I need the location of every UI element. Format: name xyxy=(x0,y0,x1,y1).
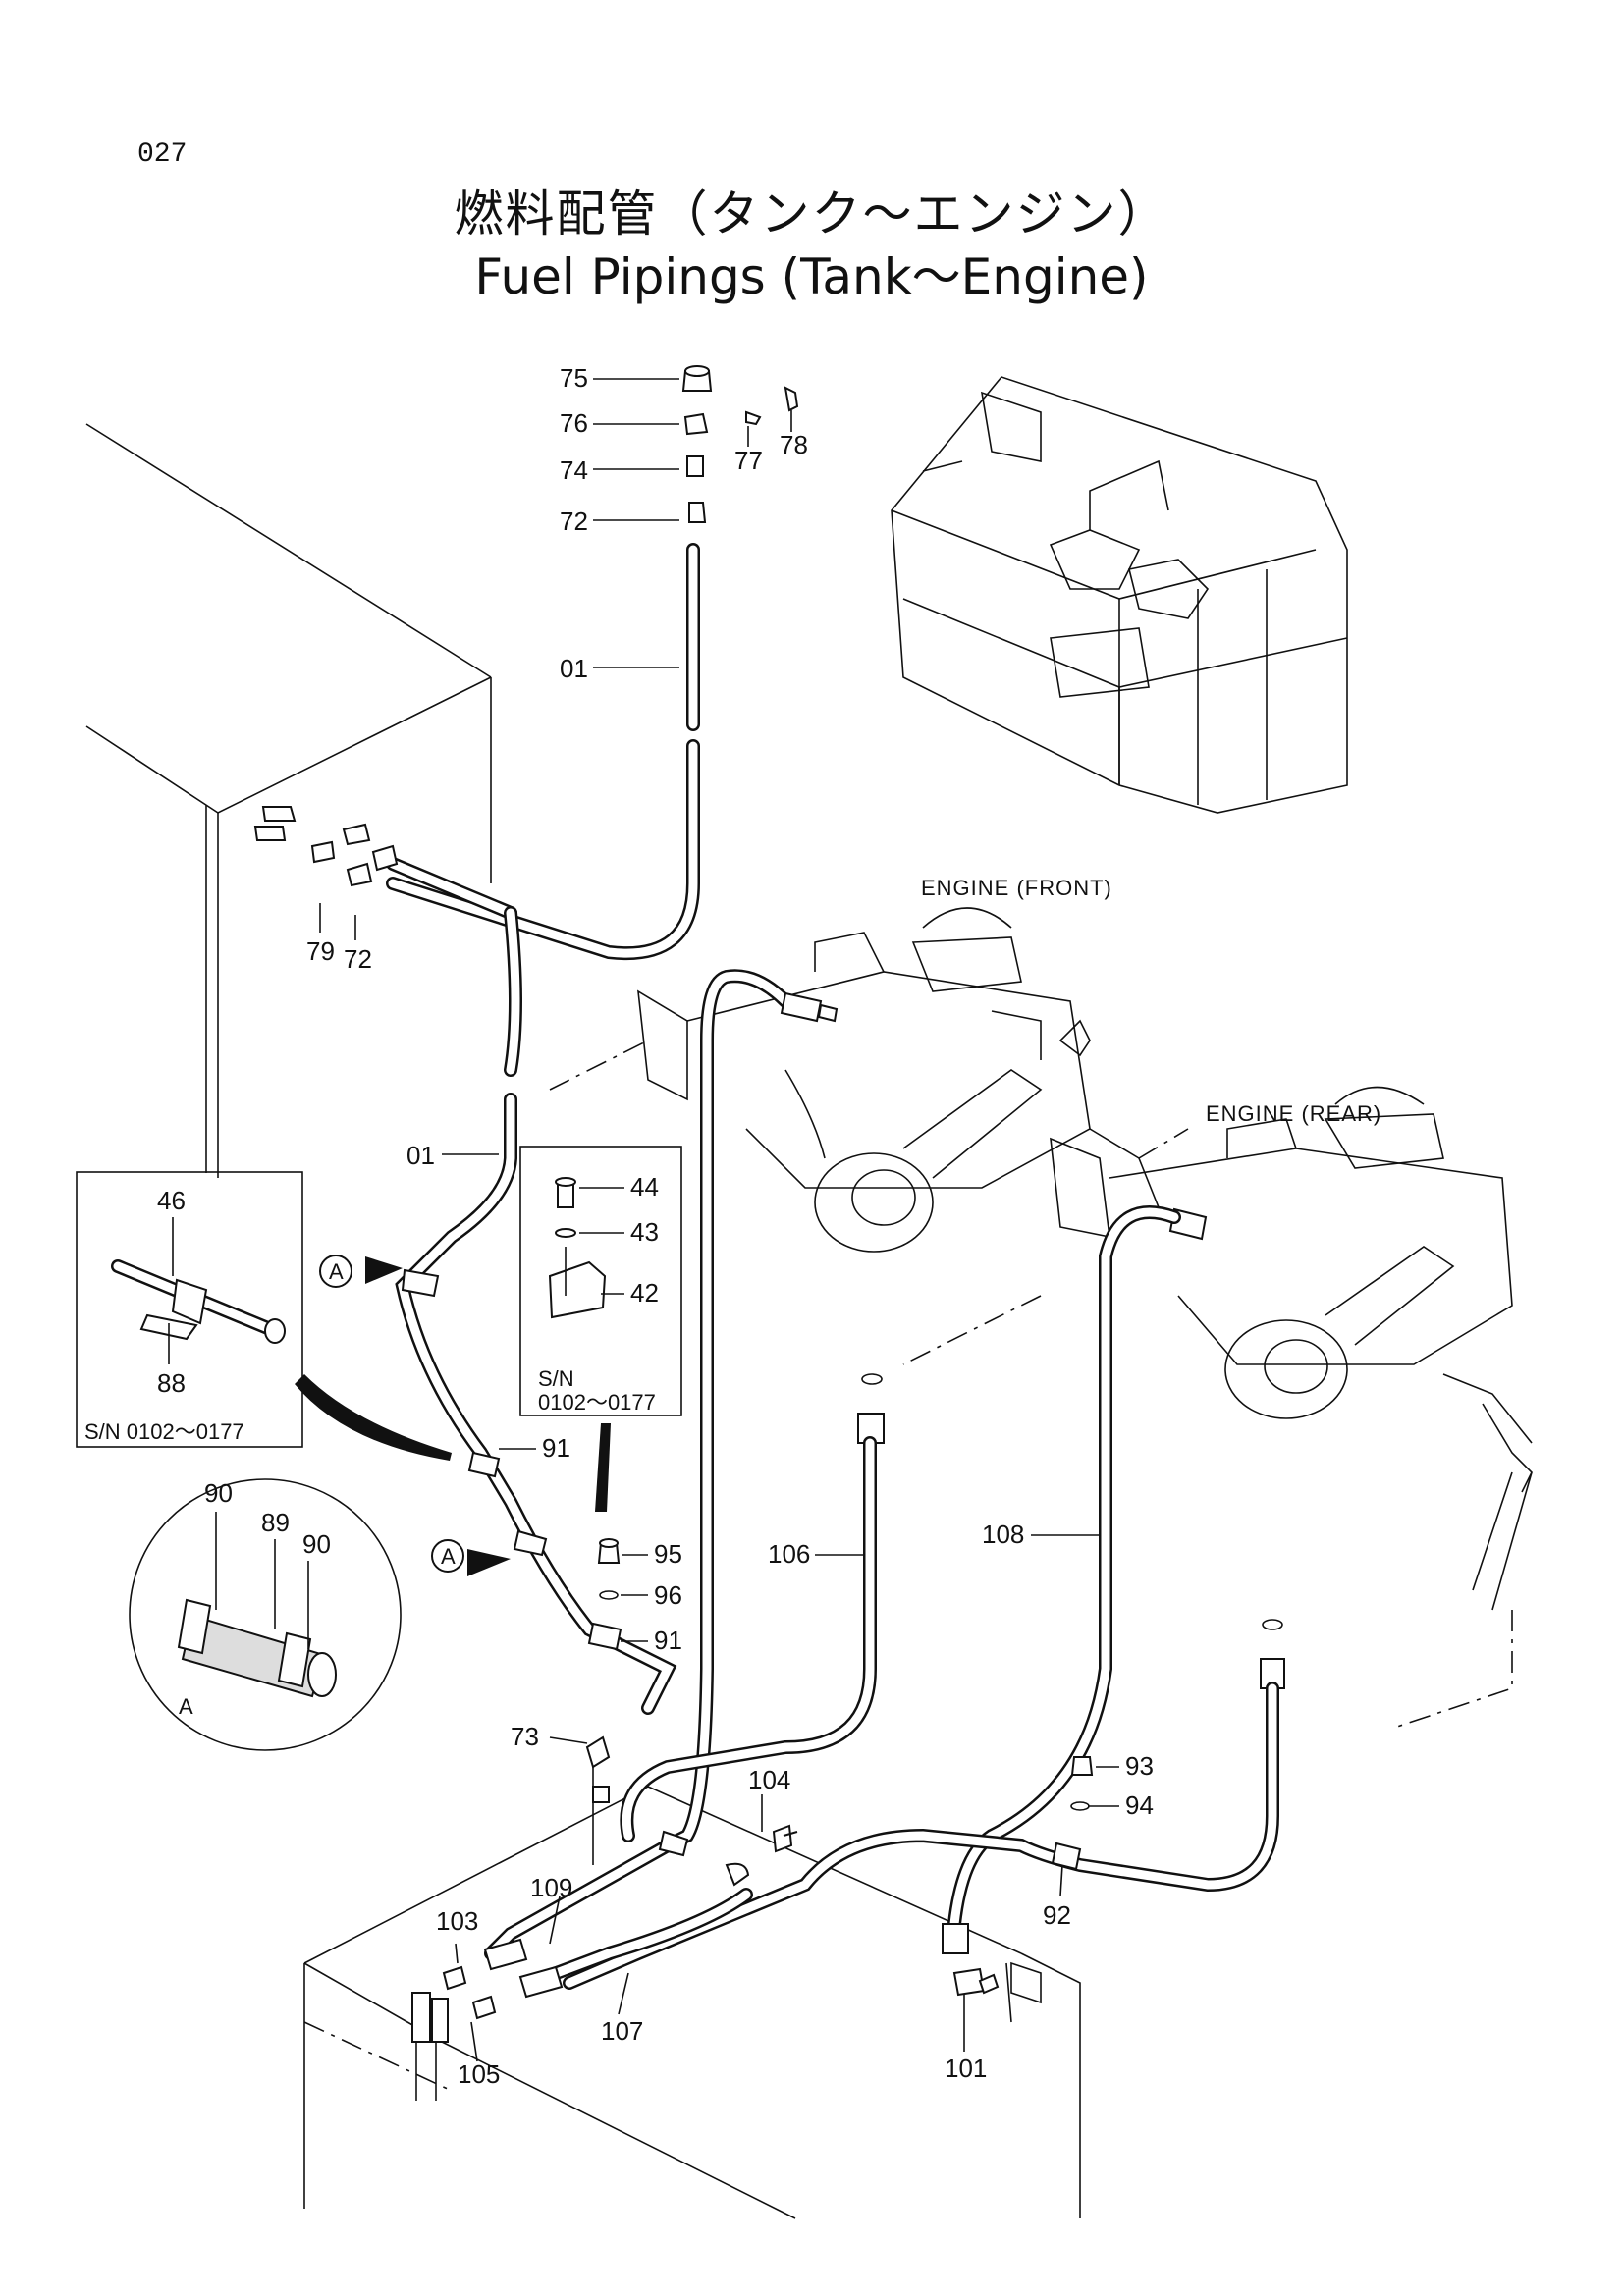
callout-93: 93 xyxy=(1125,1751,1154,1781)
pipe-01-mid xyxy=(395,906,677,1715)
callout-91-upper: 91 xyxy=(542,1433,570,1463)
leader-shadows xyxy=(295,1256,611,1576)
fittings-tank-left xyxy=(253,806,399,887)
callout-94: 94 xyxy=(1125,1790,1154,1820)
callout-95: 95 xyxy=(654,1539,682,1569)
callout-73: 73 xyxy=(511,1722,539,1751)
clamps-on-pipe-01 xyxy=(401,1268,622,1651)
hose-106 xyxy=(620,1373,885,1842)
callout-92: 92 xyxy=(1043,1900,1071,1930)
inset-left-sn: S/N 0102～0177 xyxy=(84,1419,244,1444)
callout-43: 43 xyxy=(630,1217,659,1247)
callout-108: 108 xyxy=(982,1520,1024,1549)
return-line-engine-front xyxy=(661,969,839,1852)
callout-104: 104 xyxy=(748,1765,790,1794)
callout-89: 89 xyxy=(261,1508,290,1537)
detail-a-label-upper: A xyxy=(329,1259,344,1284)
engine-rear-label: ENGINE (REAR) xyxy=(1206,1101,1381,1126)
callout-44: 44 xyxy=(630,1172,659,1201)
detail-a-label-lower: A xyxy=(441,1544,456,1569)
fuel-tank-outline xyxy=(85,423,492,1178)
engine-rear xyxy=(902,1086,1533,1729)
callout-01-top: 01 xyxy=(560,654,588,683)
title-japanese: 燃料配管（タンク～エンジン） xyxy=(454,186,1169,242)
callout-101: 101 xyxy=(945,2054,987,2083)
callout-91-lower: 91 xyxy=(654,1626,682,1655)
callout-78: 78 xyxy=(780,430,808,459)
engine-front-label: ENGINE (FRONT) xyxy=(921,876,1112,900)
callout-88: 88 xyxy=(157,1368,186,1398)
pipe-01-top xyxy=(386,543,700,961)
callout-74: 74 xyxy=(560,455,588,485)
callout-01-mid: 01 xyxy=(406,1141,435,1170)
callout-90-right: 90 xyxy=(302,1529,331,1559)
callout-90-left: 90 xyxy=(204,1478,233,1508)
callout-96: 96 xyxy=(654,1580,682,1610)
detail-a-circle xyxy=(129,1478,402,1751)
machine-overview-sketch xyxy=(891,376,1348,814)
leader-lines xyxy=(168,378,1119,2062)
callout-109: 109 xyxy=(530,1873,572,1902)
detail-a-marker-lower xyxy=(431,1539,464,1573)
inset-right-sn-label: S/N xyxy=(538,1366,574,1391)
callout-103: 103 xyxy=(436,1906,478,1936)
page-number: 027 xyxy=(137,139,188,170)
inset-right-sn-range: 0102～0177 xyxy=(538,1390,656,1415)
callout-105: 105 xyxy=(458,2059,500,2089)
callout-106: 106 xyxy=(768,1539,810,1569)
callout-42: 42 xyxy=(630,1278,659,1308)
callout-79: 79 xyxy=(306,936,335,966)
callout-76: 76 xyxy=(560,408,588,438)
fittings-top xyxy=(681,365,799,523)
small-fittings xyxy=(411,1538,1094,2101)
callout-72-mid: 72 xyxy=(344,944,372,974)
callouts: 75 76 74 72 77 78 01 79 72 01 44 43 42 4… xyxy=(157,363,1154,2089)
callout-77: 77 xyxy=(734,446,763,475)
inset-right-frame xyxy=(519,1146,682,1416)
detail-a-marker-upper xyxy=(319,1255,352,1288)
engine-front xyxy=(549,907,1189,1253)
callout-72-top: 72 xyxy=(560,507,588,536)
title-english: Fuel Pipings (Tank～Engine) xyxy=(474,248,1149,305)
hose-right-92 xyxy=(563,1619,1285,1990)
callout-46: 46 xyxy=(157,1186,186,1215)
callout-75: 75 xyxy=(560,363,588,393)
inset-left-frame xyxy=(76,1171,303,1448)
callout-107: 107 xyxy=(601,2016,643,2046)
detail-a-circle-label: A xyxy=(179,1694,193,1719)
hoses-109-107 xyxy=(442,1830,753,2020)
